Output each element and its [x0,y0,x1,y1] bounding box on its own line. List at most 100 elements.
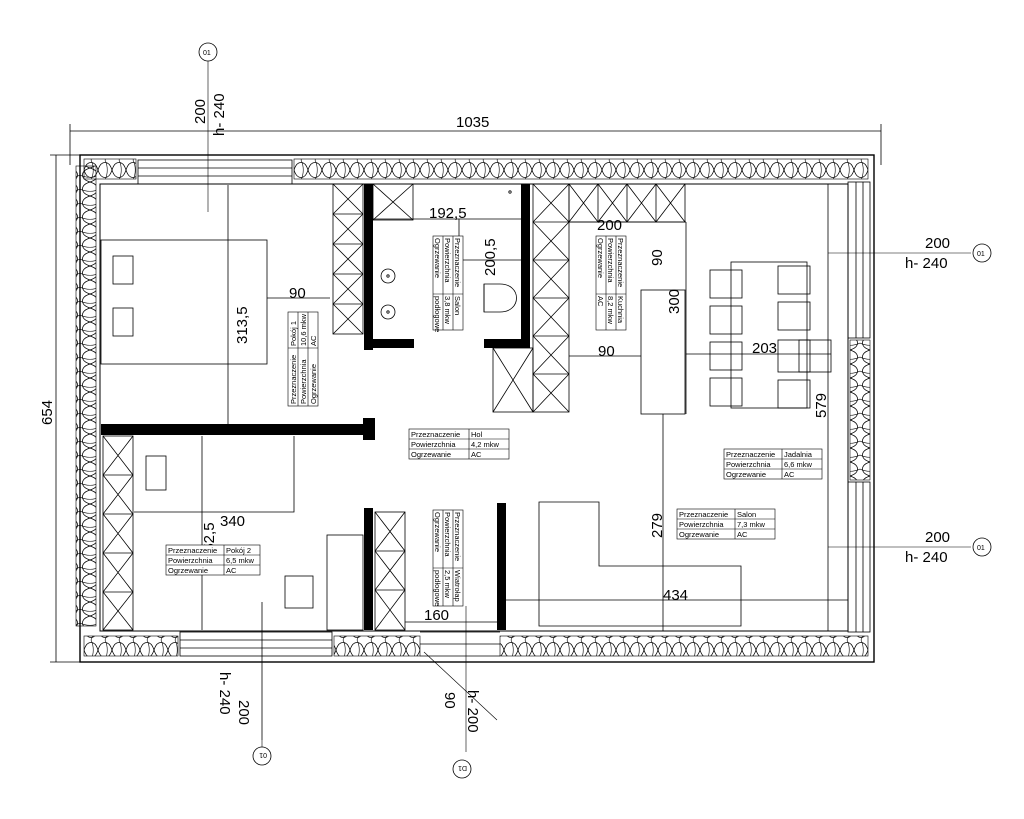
dim-300: 300 [666,289,683,314]
hol-name: Hol [471,430,483,439]
door-width: 90 [441,692,458,709]
dim-200-5: 200,5 [482,238,499,276]
marker-door-label: D1 [458,764,467,771]
wiatrolap-area-label: Powierzchnia [443,512,452,557]
sink [380,304,396,320]
wiatrolap-purpose-label: Przeznaczenie [453,512,462,561]
interior-dimensions: 313,5 90 192,5 200,5 200 90 300 90 203 5… [201,205,830,624]
right-upper-window-width: 200 [925,235,950,252]
interior-walls [101,184,530,630]
top-window-height: h- 240 [211,93,228,136]
hol-area-label: Powierzchnia [411,440,456,449]
section-markers [198,42,992,779]
lazienka-name: Salon [453,296,462,315]
dim-203: 203 [752,340,777,357]
overall-width-label: 1035 [456,114,489,131]
wiatrolap-heating-label: Ogrzewanie [433,512,442,552]
bed [100,239,268,365]
kuchnia-name: Kuchnia [616,296,625,324]
pokoj2-area-label: Powierzchnia [168,556,213,565]
marker-right-upper-label: 01 [977,251,985,258]
dim-313-5: 313,5 [234,306,251,344]
door-height: h- 200 [464,690,481,733]
lazienka-heating-label: Ogrzewanie [433,238,442,278]
marker-right-lower-label: 01 [977,545,985,552]
wiatrolap-area: 2,5 mkw [443,570,452,599]
pokoj2-heating-label: Ogrzewanie [168,566,208,575]
lazienka-heating: podłogowe [433,296,442,332]
pokoj2-name: Pokój 2 [226,546,251,555]
room-table-wiatrolap: Przeznaczenie Wiatrołap Powierzchnia 2,5… [432,509,464,607]
marker-right-upper [972,243,992,263]
salon-purpose-label: Przeznaczenie [679,510,728,519]
marker-right-lower [972,537,992,557]
pokoj1-heating-label: Ogrzewanie [309,364,318,404]
room-table-pokoj1: Przeznaczenie Pokój 1 Powierzchnia 10,6 … [287,311,319,407]
pokoj2-area: 6,5 mkw [226,556,255,565]
top-window-width: 200 [192,99,209,124]
salon-area: 7,3 mkw [737,520,766,529]
wiatrolap-heating: podłogowe [433,570,442,606]
jadalnia-area: 6,6 mkw [784,460,813,469]
pokoj2-heating: AC [226,566,237,575]
room-table-hol: Przeznaczenie Hol Powierzchnia 4,2 mkw O… [408,428,510,460]
sofa [538,501,742,627]
dim-200-kitchen: 200 [597,217,622,234]
room-table-kuchnia: Przeznaczenie Kuchnia Powierzchnia 8,2 m… [595,235,627,331]
dim-279: 279 [649,513,666,538]
wiatrolap-name: Wiatrołap [453,570,462,602]
jadalnia-heating: AC [784,470,795,479]
marker-bottom-left [252,746,272,766]
marker-bottom-left-label: 01 [259,751,267,758]
kuchnia-area-label: Powierzchnia [606,238,615,283]
kuchnia-purpose-label: Przeznaczenie [616,238,625,287]
kuchnia-heating-label: Ogrzewanie [596,238,605,278]
exterior-walls [75,154,875,663]
dim-90-kitchen-v: 90 [649,249,666,266]
windows [137,159,871,657]
pokoj1-heating: AC [309,335,318,346]
lazienka-area: 3,8 mkw [443,296,452,325]
dim-579: 579 [813,393,830,418]
marker-top [198,42,218,62]
pokoj1-area: 10,6 mkw [299,313,308,346]
room-table-jadalnia: Przeznaczenie Jadalnia Powierzchnia 6,6 … [723,448,823,480]
leader-lines [207,60,971,752]
room-table-pokoj2: Przeznaczenie Pokój 2 Powierzchnia 6,5 m… [165,544,261,576]
jadalnia-heating-label: Ogrzewanie [726,470,766,479]
pokoj1-name: Pokój 1 [289,321,298,346]
bottom-window-width: 200 [235,700,252,725]
pokoj1-area-label: Powierzchnia [299,359,308,404]
marker-top-label: 01 [203,50,211,57]
sink [380,268,396,284]
dim-90-bedroom: 90 [289,285,306,302]
salon-heating-label: Ogrzewanie [679,530,719,539]
lazienka-area-label: Powierzchnia [443,238,452,283]
room-table-lazienka: Przeznaczenie Salon Powierzchnia 3,8 mkw… [432,235,464,332]
dim-160: 160 [424,607,449,624]
room-table-salon: Przeznaczenie Salon Powierzchnia 7,3 mkw… [676,508,776,540]
overall-dimensions [50,124,882,663]
right-upper-window-height: h- 240 [905,255,948,272]
lazienka-purpose-label: Przeznaczenie [453,238,462,287]
dim-434: 434 [663,587,688,604]
hol-purpose-label: Przeznaczenie [411,430,460,439]
jadalnia-purpose-label: Przeznaczenie [726,450,775,459]
right-lower-window-height: h- 240 [905,549,948,566]
hol-heating-label: Ogrzewanie [411,450,451,459]
kuchnia-heating: AC [596,296,605,307]
bottom-window-height: h- 240 [216,672,233,715]
pokoj2-purpose-label: Przeznaczenie [168,546,217,555]
dim-90-kitchen-h: 90 [598,343,615,360]
overall-depth-label: 654 [39,400,56,425]
jadalnia-name: Jadalnia [784,450,813,459]
hol-area: 4,2 mkw [471,440,500,449]
salon-area-label: Powierzchnia [679,520,724,529]
furniture [100,184,848,740]
cabinets [102,183,686,631]
dining-table [730,261,808,409]
pokoj1-purpose-label: Przeznaczenie [289,355,298,404]
toilet [483,283,517,313]
hol-heating: AC [471,450,482,459]
